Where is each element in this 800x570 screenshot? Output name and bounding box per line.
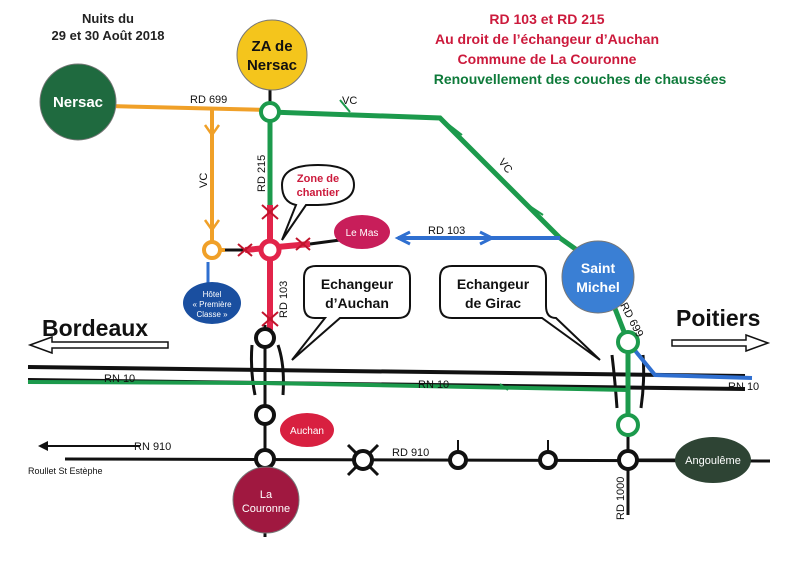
poitiers-arrow-icon <box>671 333 771 353</box>
echangeur-auchan-label-1: Echangeur <box>321 276 394 292</box>
angouleme-label: Angoulême <box>685 455 741 467</box>
zone-chantier-label-2: chantier <box>297 187 341 199</box>
green-arrowhead <box>339 99 351 113</box>
bordeaux-arrow-icon <box>27 335 169 355</box>
roullet-label: Roullet St Estèphe <box>28 466 103 476</box>
saint-michel-node <box>561 240 635 314</box>
blue-arrowhead <box>394 230 411 246</box>
blue-rd699 <box>626 340 753 380</box>
vc-top-label: VC <box>342 95 357 107</box>
echangeur-auchan-label-2: d’Auchan <box>325 295 389 311</box>
roundabout-auchan-north <box>254 327 276 349</box>
green-route-rn10 <box>27 380 629 392</box>
green-arrowhead <box>527 204 544 216</box>
rn10-right-label: RN 10 <box>728 381 759 393</box>
saint-michel-label-1: Saint <box>581 260 616 276</box>
roundabout-work-zone <box>258 238 282 262</box>
title-line4: Renouvellement des couches de chaussées <box>434 71 727 87</box>
green-arrowhead <box>499 383 509 391</box>
roundabout-rn910 <box>254 448 276 470</box>
rn10-left-label: RN 10 <box>104 373 135 385</box>
roundabout-rd910-east <box>448 450 468 470</box>
la-couronne-label-2: Couronne <box>242 503 290 515</box>
roundabout-girac-north <box>616 330 640 354</box>
hotel-label-3: Classe » <box>196 310 228 319</box>
green-arrowhead <box>439 117 463 136</box>
dates-line1: Nuits du <box>82 11 134 26</box>
roundabout-rd910 <box>352 449 374 471</box>
za-nersac-label-1: ZA de <box>251 38 292 55</box>
girac-ramp-west <box>610 354 619 409</box>
rd1000-label: RD 1000 <box>615 477 627 520</box>
closed-stub <box>309 238 341 246</box>
za-nersac-node <box>236 19 308 91</box>
echangeur-auchan-callout <box>291 265 411 361</box>
zone-chantier-callout <box>280 163 356 241</box>
hotel-label-1: Hôtel <box>203 290 222 299</box>
orange-deviation <box>107 104 271 252</box>
orange-arrowhead <box>203 124 221 138</box>
rd910-label: RD 910 <box>392 447 429 459</box>
roundabout-rd910-girac <box>538 450 558 470</box>
dates-line2: 29 et 30 Août 2018 <box>52 28 165 43</box>
roundabout-auchan-south <box>254 404 276 426</box>
rd215-label: RD 215 <box>256 155 268 192</box>
le-mas-node <box>334 215 390 249</box>
rd103-vertical-label: RD 103 <box>278 281 290 318</box>
poitiers-label: Poitiers <box>676 305 760 331</box>
auchan-ramp-west <box>249 344 257 396</box>
rd699-west <box>107 104 271 112</box>
nersac-label: Nersac <box>53 94 103 111</box>
nersac-node <box>39 63 117 141</box>
auchan-ramp-east <box>276 344 285 396</box>
hotel-node <box>183 282 241 324</box>
rd699-top-label: RD 699 <box>190 94 227 106</box>
bordeaux-label: Bordeaux <box>42 315 148 341</box>
rn10-mid-label: RN 10 <box>418 379 449 391</box>
za-nersac-label-2: Nersac <box>247 57 297 74</box>
echangeur-girac-label-1: Echangeur <box>457 276 530 292</box>
blue-arrowhead <box>479 230 496 246</box>
title-line1: RD 103 et RD 215 <box>489 11 604 27</box>
rd103-horizontal-label: RD 103 <box>428 225 465 237</box>
rn10-upper-carriageway <box>27 365 746 378</box>
red-work-zone <box>225 204 341 330</box>
auchan-label: Auchan <box>290 426 324 437</box>
zone-chantier-label-1: Zone de <box>297 173 339 185</box>
la-couronne-node <box>232 466 300 534</box>
roundabout-girac-south <box>616 413 640 437</box>
roundabout-za-nersac <box>259 101 281 123</box>
roundabouts <box>202 101 640 471</box>
angouleme-node <box>675 437 751 483</box>
orange-arrowhead <box>203 219 221 233</box>
saint-michel-label-2: Michel <box>576 279 620 295</box>
echangeur-girac-label-2: de Girac <box>465 295 521 311</box>
title-line3: Commune de La Couronne <box>458 51 637 67</box>
vc-left-label: VC <box>198 173 210 188</box>
le-mas-label: Le Mas <box>346 228 379 239</box>
rn910-label: RN 910 <box>134 441 171 453</box>
barrier-crosses <box>237 204 311 327</box>
la-couronne-label-1: La <box>260 489 273 501</box>
hotel-label-2: « Première <box>192 300 232 309</box>
roundabout-rd1000 <box>617 449 639 471</box>
title-line2: Au droit de l’échangeur d’Auchan <box>435 31 659 47</box>
auchan-node <box>280 413 334 447</box>
echangeur-girac-callout <box>439 265 601 361</box>
roundabout-vc <box>202 240 222 260</box>
